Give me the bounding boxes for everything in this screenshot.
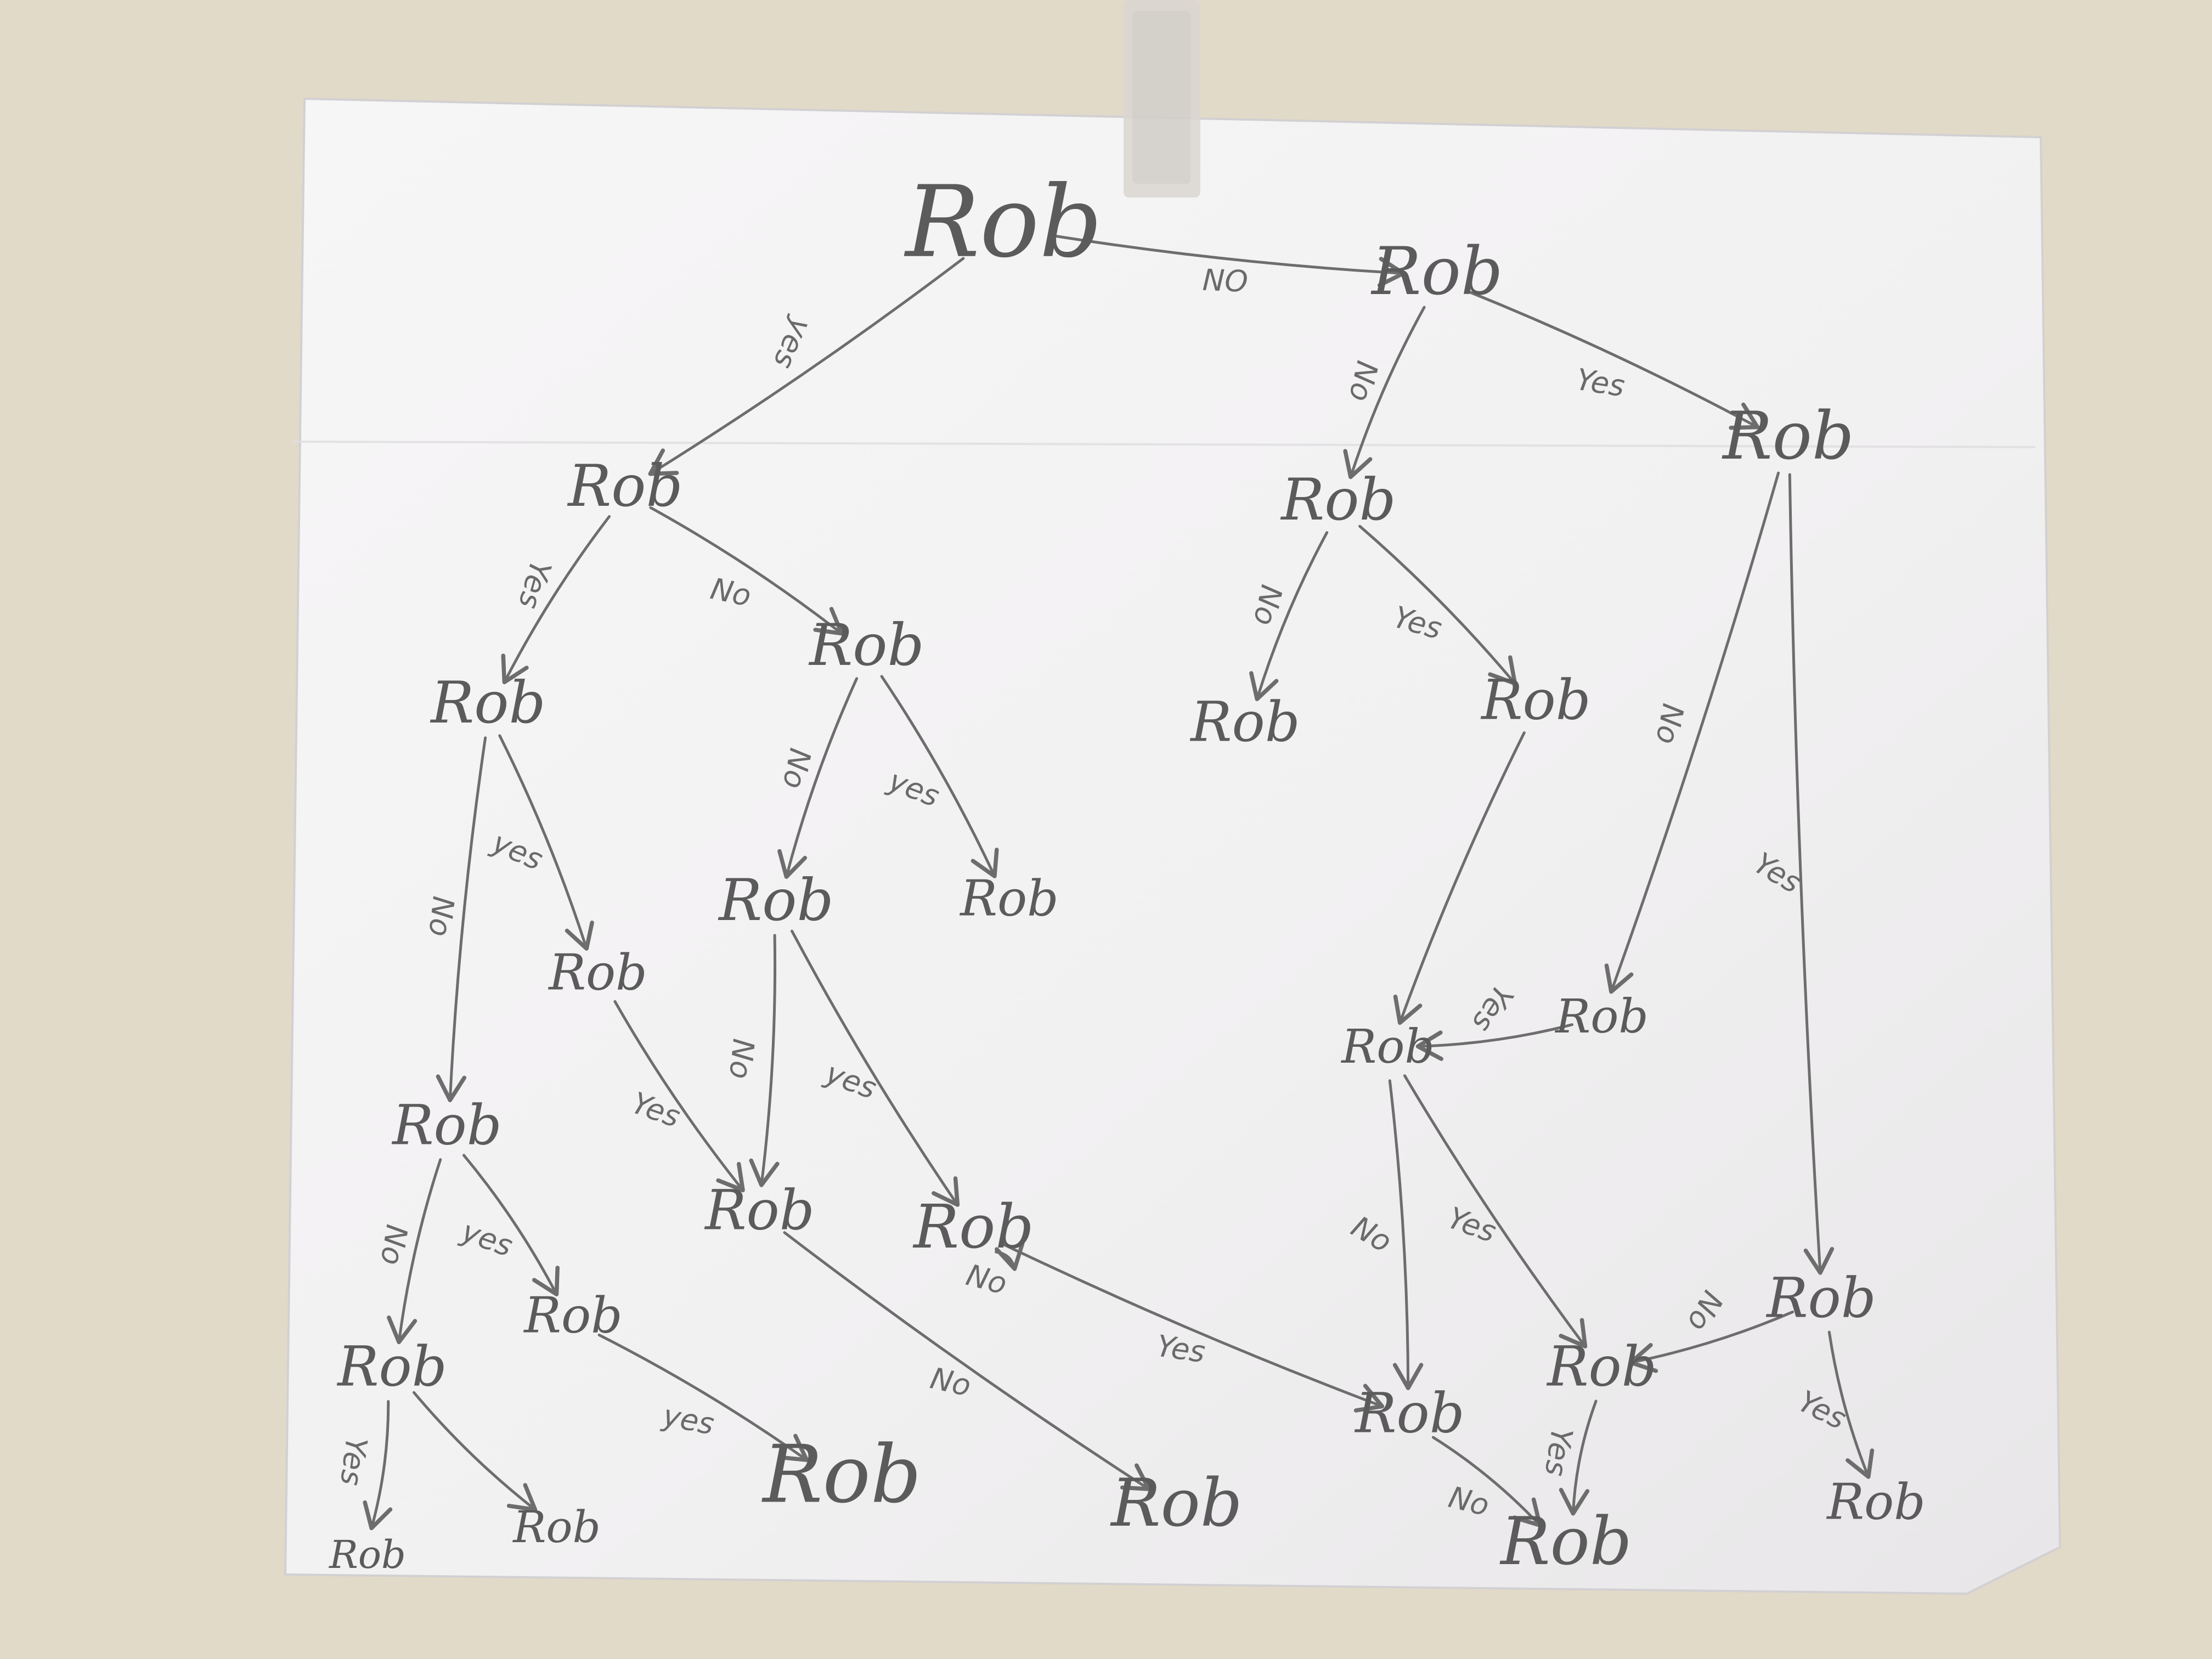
tree-arrow	[1249, 531, 1329, 702]
tree-node: Rob	[328, 1532, 406, 1577]
tree-node: Rob	[430, 669, 546, 736]
tree-arrow	[1403, 1074, 1588, 1348]
tree-node: Rob	[959, 870, 1059, 927]
tree-arrow	[413, 1391, 538, 1512]
tree-arrow	[613, 1000, 745, 1193]
tree-node: Rob	[1765, 1266, 1876, 1330]
tree-arrow	[387, 1158, 442, 1345]
tree-arrow	[1000, 1242, 1385, 1413]
tape	[1124, 0, 1200, 198]
tree-arrow	[462, 1154, 560, 1296]
tree-node: Rob	[1340, 1020, 1435, 1074]
tree-arrow	[1358, 524, 1517, 686]
tree-arrow	[1465, 290, 1760, 430]
tree-arrow	[1559, 1400, 1598, 1516]
tree-arrow	[1788, 473, 1835, 1275]
tree-arrow	[648, 257, 965, 476]
tree-node: Rob	[548, 944, 647, 1001]
tree-node: Rob	[1480, 668, 1591, 732]
paper	[284, 97, 2062, 1595]
tree-node: Rob	[1370, 234, 1503, 310]
tree-arrow	[777, 677, 859, 879]
tree-arrow	[363, 1400, 393, 1531]
tree-node: Rob	[1546, 1335, 1657, 1399]
edge-label: No	[422, 894, 461, 938]
tree-node: Rob	[1826, 1473, 1926, 1531]
tree-arrow	[1604, 471, 1780, 994]
tree-node: Rob	[1189, 690, 1300, 754]
tree-node: Rob	[808, 612, 924, 679]
tree-arrow	[1827, 1330, 1875, 1479]
tree-arrow	[498, 734, 594, 951]
edge-label: Yes	[1574, 362, 1627, 404]
edge-label: No	[723, 1037, 761, 1080]
tree-node: Rob	[1499, 1504, 1632, 1580]
tree-arrow	[880, 675, 999, 878]
tree-arrow	[1415, 1023, 1573, 1061]
tree-arrow	[1052, 234, 1406, 287]
edge-label: No	[374, 1222, 414, 1267]
tree-node: Rob	[1354, 1381, 1465, 1446]
tree-arrow	[1343, 306, 1426, 479]
tree-arrow	[1628, 1310, 1794, 1373]
edge-label: No	[708, 571, 754, 613]
tree-node: Rob	[523, 1286, 623, 1344]
edge-label: No	[776, 746, 817, 792]
tree-node: Rob	[912, 1192, 1034, 1262]
tree-arrow	[1431, 1436, 1542, 1528]
tree-arrow	[436, 736, 487, 1103]
tree-arrow	[791, 929, 960, 1207]
edge-label: No	[1246, 582, 1289, 629]
tree-node: Rob	[391, 1093, 502, 1158]
tree-node: Rob	[336, 1335, 447, 1399]
tree-node: Rob	[1554, 990, 1649, 1044]
tree-node: Rob	[1110, 1465, 1242, 1542]
tree-node: Rob	[512, 1502, 601, 1553]
tree-arrow	[1393, 731, 1526, 1025]
tree-arrow	[597, 1333, 809, 1462]
tree-node: Rob	[718, 867, 834, 934]
tree-arrow	[995, 1241, 1025, 1271]
tree-arrow	[749, 934, 780, 1187]
tree-node: Rob	[1280, 466, 1396, 533]
tree-arrow	[783, 1231, 1151, 1491]
edge-label: No	[927, 1361, 974, 1403]
edge-label: No	[1649, 701, 1691, 747]
tree-node: Rob	[1722, 398, 1854, 475]
tree-arrow	[1388, 1079, 1424, 1390]
edge-label: Yes	[1538, 1425, 1579, 1479]
edge-label: NO	[1202, 263, 1249, 299]
tree-arrow	[501, 515, 611, 685]
tree-node: Rob	[704, 1178, 815, 1243]
edge-label: Yes	[1154, 1329, 1207, 1370]
tree-node: Rob	[904, 165, 1102, 280]
tree-node: Rob	[567, 453, 683, 520]
edge-label: Yes	[334, 1435, 374, 1488]
edge-label: No	[1342, 358, 1385, 404]
tree-arrow	[649, 506, 844, 636]
tree-node: Rob	[761, 1429, 921, 1521]
